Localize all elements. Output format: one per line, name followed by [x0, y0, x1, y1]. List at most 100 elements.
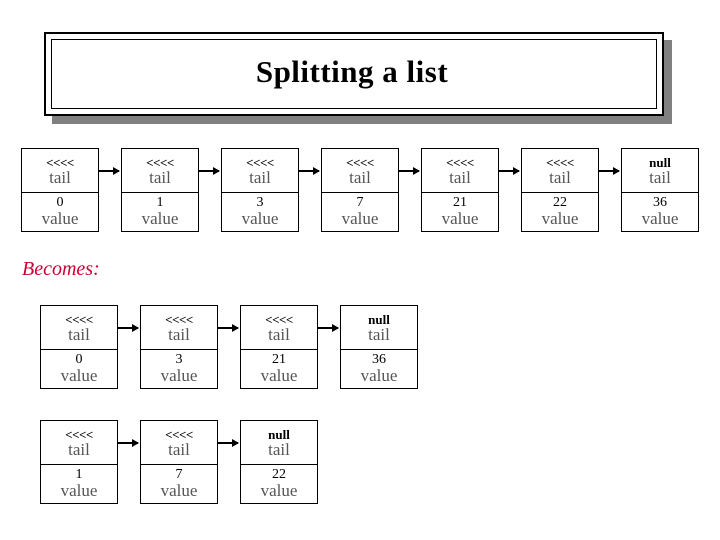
pointer-arrows-label: <<<< [165, 426, 193, 442]
node-tail-cell: <<<<tail [422, 149, 498, 193]
node-value-label: value [360, 366, 398, 386]
node-tail-label: tail [349, 167, 371, 187]
list-arrow [118, 439, 139, 447]
pointer-arrows-label: <<<< [65, 426, 93, 442]
node-tail-cell: <<<<tail [122, 149, 198, 193]
title-banner: Splitting a list [44, 32, 672, 124]
list-arrow [218, 324, 239, 332]
list-arrow [299, 167, 320, 175]
node-tail-label: tail [549, 167, 571, 187]
node-value-label: value [260, 481, 298, 501]
node-value-label: value [241, 209, 279, 229]
node-tail-label: tail [149, 167, 171, 187]
node-tail-label: tail [49, 167, 71, 187]
page-title: Splitting a list [255, 54, 449, 89]
pointer-arrows-label: <<<< [446, 154, 474, 170]
list-arrow [399, 167, 420, 175]
node-tail-label: tail [168, 439, 190, 459]
node-tail-cell: <<<<tail [22, 149, 98, 193]
null-pointer-label: null [649, 154, 671, 170]
node-value-label: value [141, 209, 179, 229]
node-tail-cell: <<<<tail [141, 421, 217, 465]
node-value-label: value [160, 481, 198, 501]
node-tail-label: tail [68, 439, 90, 459]
pointer-arrows-label: <<<< [46, 154, 74, 170]
node-value-label: value [260, 366, 298, 386]
node-value-label: value [341, 209, 379, 229]
pointer-arrows-label: <<<< [65, 311, 93, 327]
node-value-label: value [541, 209, 579, 229]
node-value-label: value [641, 209, 679, 229]
pointer-arrows-label: <<<< [246, 154, 274, 170]
node-tail-label: tail [168, 324, 190, 344]
null-pointer-label: null [268, 426, 290, 442]
list-arrow [318, 324, 339, 332]
title-banner-inner-frame [51, 39, 657, 109]
node-tail-label: tail [649, 167, 671, 187]
becomes-label: Becomes: [22, 258, 100, 280]
list-arrow [218, 439, 239, 447]
node-tail-cell: <<<<tail [41, 306, 117, 350]
node-tail-label: tail [249, 167, 271, 187]
node-value-number: 36 [372, 351, 386, 367]
list-arrow [118, 324, 139, 332]
pointer-arrows-label: <<<< [165, 311, 193, 327]
node-value-label: value [441, 209, 479, 229]
pointer-arrows-label: <<<< [546, 154, 574, 170]
null-pointer-label: null [368, 311, 390, 327]
node-tail-cell: <<<<tail [241, 306, 317, 350]
list-arrow [599, 167, 620, 175]
node-value-number: 1 [75, 466, 83, 482]
node-value-number: 1 [156, 194, 164, 210]
node-value-number: 7 [175, 466, 183, 482]
pointer-arrows-label: <<<< [346, 154, 374, 170]
node-value-number: 21 [453, 194, 467, 210]
node-tail-cell: <<<<tail [41, 421, 117, 465]
node-tail-label: tail [368, 324, 390, 344]
node-tail-label: tail [449, 167, 471, 187]
node-tail-cell: <<<<tail [322, 149, 398, 193]
node-value-number: 36 [653, 194, 667, 210]
node-value-number: 0 [56, 194, 64, 210]
node-value-number: 0 [75, 351, 83, 367]
node-tail-label: tail [268, 324, 290, 344]
node-tail-cell: <<<<tail [222, 149, 298, 193]
title-banner-frame [44, 32, 664, 116]
list-arrow [99, 167, 120, 175]
node-value-number: 21 [272, 351, 286, 367]
node-value-number: 7 [356, 194, 364, 210]
node-tail-label: tail [68, 324, 90, 344]
node-tail-cell: <<<<tail [141, 306, 217, 350]
node-value-number: 3 [256, 194, 264, 210]
pointer-arrows-label: <<<< [146, 154, 174, 170]
